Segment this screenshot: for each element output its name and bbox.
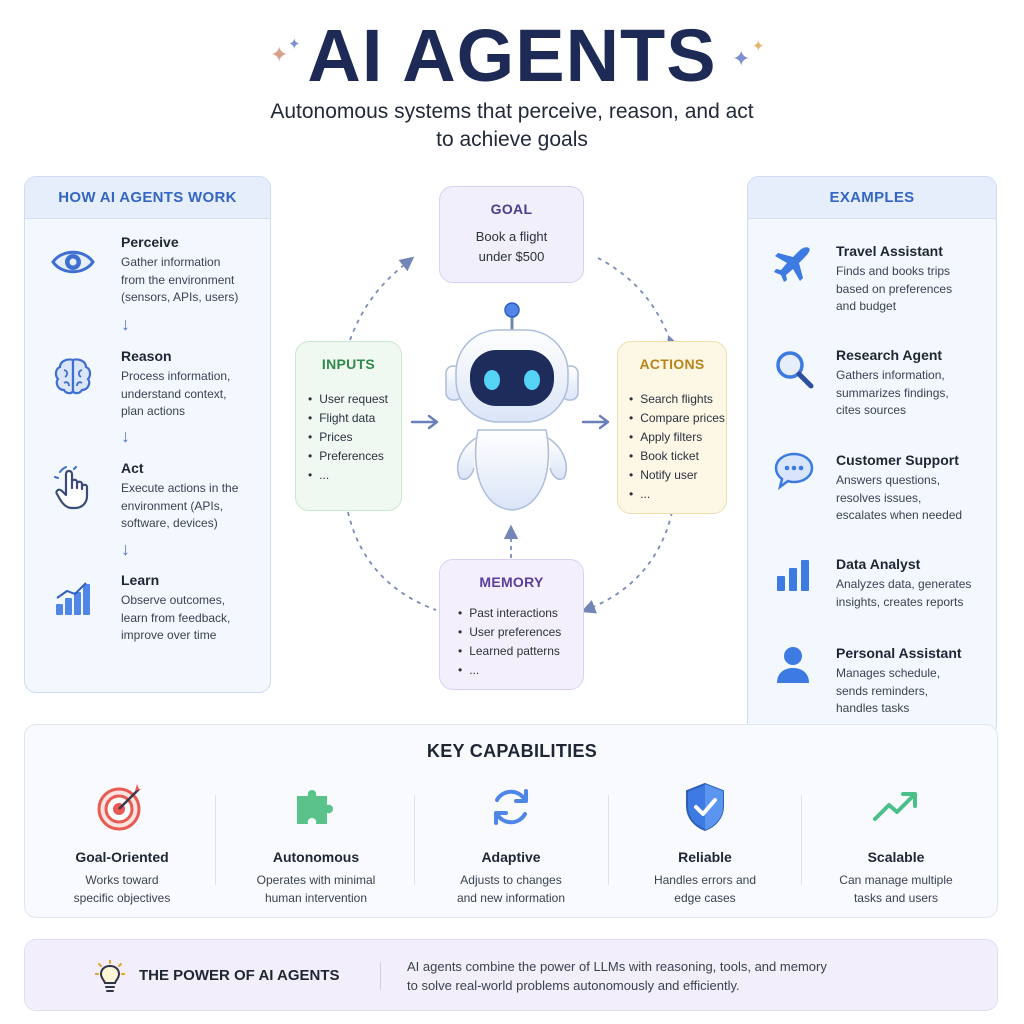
capability-reliable: Reliable Handles errors and edge cases: [608, 777, 802, 907]
goal-box: GOAL Book a flight under $500: [439, 186, 584, 283]
inputs-box: INPUTS User request Flight data Prices P…: [295, 341, 402, 511]
bar-chart-icon: [776, 558, 810, 597]
step-reason: Reason Process information, understand c…: [121, 348, 231, 418]
memory-list: Past interactions User preferences Learn…: [458, 604, 583, 680]
arrow-right-icon: [410, 414, 442, 435]
divider: [380, 962, 381, 990]
example-travel-assistant: Travel Assistant Finds and books trips b…: [836, 243, 953, 313]
arrow-right-icon: [581, 414, 613, 435]
how-it-works-heading: HOW AI AGENTS WORK: [25, 177, 270, 219]
sparkle-icon: ✦: [270, 42, 289, 67]
divider: [801, 795, 802, 885]
goal-title: GOAL: [490, 201, 533, 217]
list-item: ...: [629, 485, 726, 504]
step-perceive: Perceive Gather information from the env…: [121, 234, 239, 304]
list-item: ...: [308, 466, 401, 485]
list-item: Notify user: [629, 466, 726, 485]
list-item: Apply filters: [629, 428, 726, 447]
example-data-analyst: Data Analyst Analyzes data, generates in…: [836, 556, 972, 609]
memory-title: MEMORY: [479, 574, 544, 590]
list-item: User preferences: [458, 623, 583, 642]
list-item: User request: [308, 390, 401, 409]
list-item: Learned patterns: [458, 642, 583, 661]
sparkle-icon: ✦: [288, 36, 301, 53]
example-research-agent: Research Agent Gathers information, summ…: [836, 347, 949, 417]
list-item: Search flights: [629, 390, 726, 409]
key-capabilities-heading: KEY CAPABILITIES: [426, 741, 598, 761]
list-item: Prices: [308, 428, 401, 447]
eye-icon: [50, 246, 96, 283]
puzzle-icon: [219, 777, 413, 837]
lightbulb-icon: [94, 959, 126, 999]
down-arrow-icon: ↓: [121, 539, 130, 559]
bar-chart-icon: [54, 580, 92, 621]
list-item: Book ticket: [629, 447, 726, 466]
divider: [608, 795, 609, 885]
list-item: ...: [458, 661, 583, 680]
step-learn: Learn Observe outcomes, learn from feedb…: [121, 572, 231, 642]
actions-title: ACTIONS: [639, 356, 705, 372]
pointer-hand-icon: [54, 466, 92, 515]
target-icon: [25, 777, 219, 837]
brain-icon: [52, 356, 94, 401]
magnifier-icon: [774, 349, 814, 394]
footer-text: AI agents combine the power of LLMs with…: [407, 959, 827, 993]
capability-goal-oriented: Goal-Oriented Works toward specific obje…: [25, 777, 219, 907]
actions-box: ACTIONS Search flights Compare prices Ap…: [617, 341, 727, 514]
inputs-title: INPUTS: [321, 356, 376, 372]
step-act: Act Execute actions in the environment (…: [121, 460, 239, 530]
down-arrow-icon: ↓: [121, 426, 130, 446]
shield-icon: [608, 777, 802, 837]
chat-bubble-icon: [774, 452, 814, 495]
down-arrow-icon: ↓: [121, 314, 130, 334]
trend-up-icon: [799, 777, 993, 837]
footer-title: THE POWER OF AI AGENTS: [139, 967, 340, 984]
list-item: Flight data: [308, 409, 401, 428]
sparkle-icon: ✦: [752, 38, 765, 55]
inputs-list: User request Flight data Prices Preferen…: [308, 390, 401, 485]
page-subtitle: Autonomous systems that perceive, reason…: [270, 100, 754, 151]
goal-text: Book a flight under $500: [475, 229, 548, 264]
divider: [414, 795, 415, 885]
user-icon: [776, 646, 810, 689]
examples-heading: EXAMPLES: [748, 177, 996, 219]
sparkle-icon: ✦: [732, 46, 751, 71]
example-personal-assistant: Personal Assistant Manages schedule, sen…: [836, 645, 962, 715]
refresh-icon: [414, 777, 608, 837]
list-item: Preferences: [308, 447, 401, 466]
actions-list: Search flights Compare prices Apply filt…: [629, 390, 726, 504]
list-item: Compare prices: [629, 409, 726, 428]
divider: [215, 795, 216, 885]
cycle-arrows: [347, 256, 680, 614]
capability-autonomous: Autonomous Operates with minimal human i…: [219, 777, 413, 907]
page-title: AI AGENTS: [307, 14, 717, 97]
capability-scalable: Scalable Can manage multiple tasks and u…: [799, 777, 993, 907]
example-customer-support: Customer Support Answers questions, reso…: [836, 452, 963, 522]
airplane-icon: [773, 244, 813, 289]
footer-banner: THE POWER OF AI AGENTS AI agents combine…: [24, 939, 998, 1011]
capability-adaptive: Adaptive Adjusts to changes and new info…: [414, 777, 608, 907]
key-capabilities-panel: KEY CAPABILITIES Goal-Oriented Works tow…: [24, 724, 998, 918]
robot-icon: [442, 300, 582, 520]
memory-box: MEMORY Past interactions User preference…: [439, 559, 584, 690]
list-item: Past interactions: [458, 604, 583, 623]
